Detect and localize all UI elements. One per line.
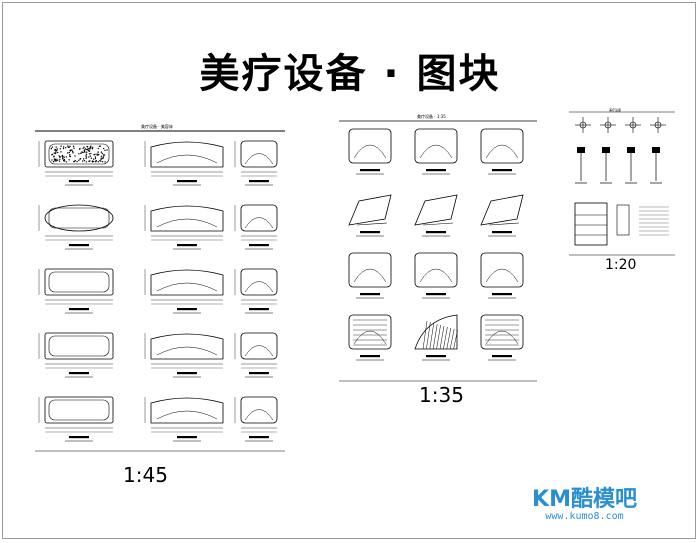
fixture-view [625,117,641,133]
furniture-view [39,141,113,185]
furniture-view [145,141,223,185]
right-sheet-drawing: 美疗设备 [569,107,675,257]
furniture-view [235,333,277,377]
furniture-view [39,333,113,377]
middle-rows [349,129,523,360]
scale-label-middle: 1:35 [419,383,464,407]
equipment-view [481,253,523,298]
lamp-view [650,147,662,183]
furniture-view [235,205,277,249]
fixture-view [575,117,591,133]
right-sheet-header: 美疗设备 [609,107,621,112]
equipment-view [349,129,391,174]
left-rows [39,141,277,441]
furniture-view [39,205,113,249]
furniture-view [145,333,223,377]
equipment-view [481,195,523,236]
equipment-view [415,129,457,174]
furniture-view [235,269,277,313]
furniture-view [39,269,113,313]
equipment-view [481,315,523,360]
equipment-view [349,253,391,298]
equipment-view [415,253,457,298]
lamp-view [625,147,637,183]
equipment-view [415,195,457,236]
furniture-view [235,397,277,441]
right-content [575,117,669,245]
watermark-logo: KM酷模吧 [532,481,637,513]
left-sheet-drawing: 美疗设备 · 美容床 [31,121,289,461]
equipment-view [481,129,523,174]
lamp-view [575,147,587,183]
furniture-view [39,397,113,441]
left-sheet-header: 美疗设备 · 美容床 [141,123,173,129]
fixture-view [650,117,666,133]
furniture-view [145,397,223,441]
lamp-view [600,147,612,183]
watermark-url: www.kumo8.com [532,511,637,522]
scale-label-left: 1:45 [123,463,168,487]
drawing-sheet-right: 美疗设备 [569,107,675,257]
furniture-view [145,269,223,313]
furniture-view [145,205,223,249]
equipment-view [415,315,458,360]
middle-sheet-header: 美疗设备 · 1:35 [417,113,446,119]
drawing-sheet-left: 美疗设备 · 美容床 [31,121,289,461]
drawing-sheet-middle: 美疗设备 · 1:35 [339,113,537,385]
equipment-view [349,315,391,360]
equipment-view [349,195,391,236]
page-title: 美疗设备 · 图块 [3,41,697,99]
fixture-view [600,117,616,133]
watermark: KM酷模吧 www.kumo8.com [532,481,637,522]
furniture-view [235,141,277,185]
scale-label-right: 1:20 [605,257,636,273]
middle-sheet-drawing: 美疗设备 · 1:35 [339,113,537,385]
cart-view [575,203,669,245]
